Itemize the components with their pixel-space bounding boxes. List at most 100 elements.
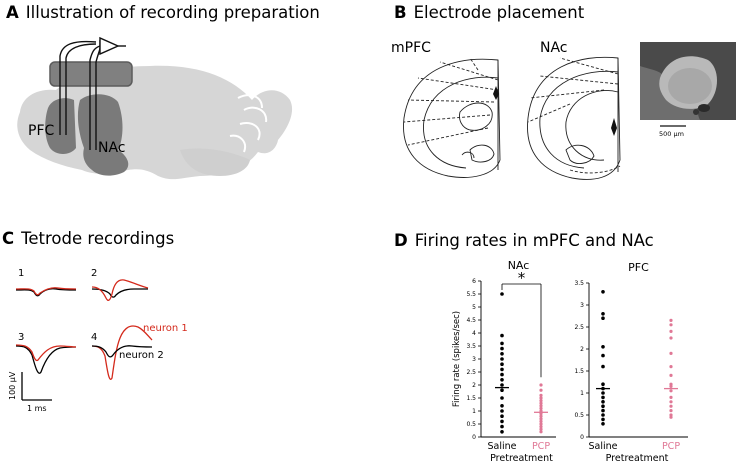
- pfc-y-tick-label: 0: [580, 434, 584, 441]
- pfc-saline-point: [601, 400, 605, 404]
- nac-y-tick-label: 3.5: [466, 343, 476, 350]
- nac-pcp-point: [539, 404, 543, 408]
- headstage: [49, 61, 133, 87]
- nac-section: [527, 56, 621, 180]
- pfc-saline-point: [601, 312, 605, 316]
- panel-b-title: B Electrode placement: [394, 3, 584, 22]
- nac-pcp-point: [539, 396, 543, 400]
- pfc-y-tick-label: 3.5: [574, 280, 584, 287]
- pfc-pcp-point: [669, 395, 673, 399]
- nac-pcp-point: [539, 399, 543, 403]
- nac-label: NAc: [98, 140, 126, 156]
- pfc-category-label: Saline: [589, 441, 618, 452]
- panel-a-title: A Illustration of recording preparation: [6, 3, 320, 22]
- nac-y-tick-label: 0: [472, 434, 476, 441]
- panel-c-letter: C: [2, 229, 15, 248]
- nac-pcp-point: [539, 401, 543, 405]
- channel-3-label: 3: [18, 332, 24, 343]
- pfc-saline-point: [601, 404, 605, 409]
- panel-d-letter: D: [394, 231, 408, 250]
- mpfc-electrode-mark: [493, 86, 499, 100]
- nac-electrode-mark: [611, 118, 617, 136]
- mpfc-section: [403, 57, 501, 178]
- nac-saline-point: [500, 357, 504, 361]
- pfc-pcp-point: [669, 373, 673, 377]
- pfc-pcp-point: [669, 329, 673, 333]
- nac-pcp-point: [539, 388, 543, 392]
- nac-significance-star: *: [518, 269, 526, 287]
- nac-y-tick-label: 2.5: [466, 369, 476, 376]
- pfc-y-tick-label: 2: [580, 346, 584, 353]
- pfc-category-label: PCP: [662, 441, 680, 452]
- nac-saline-point: [500, 372, 504, 377]
- nac-saline-point: [500, 388, 504, 393]
- nac-y-tick-label: 6: [472, 278, 476, 285]
- nac-saline-point: [500, 383, 504, 387]
- nac-pcp-point: [539, 430, 543, 434]
- nac-y-tick-label: 2: [472, 382, 476, 389]
- scalebar-time-label: 1 ms: [27, 404, 47, 413]
- pfc-saline-point: [601, 316, 605, 321]
- nac-saline-point: [500, 419, 504, 424]
- nac-pcp-point: [539, 419, 543, 423]
- nac-pcp-point: [539, 393, 543, 397]
- nac-y-tick-label: 1.5: [466, 395, 476, 402]
- nac-saline-point: [500, 352, 504, 356]
- nac-y-tick-label: 0.5: [466, 421, 476, 428]
- nac-saline-point: [500, 292, 504, 296]
- pfc-y-tick-label: 1.5: [574, 368, 584, 375]
- pfc-x-axis-label: Pretreatment: [606, 453, 669, 462]
- histology-scalebar-label: 500 μm: [659, 130, 684, 138]
- pfc-y-tick-label: 1: [580, 390, 584, 397]
- scalebar-voltage-label: 100 μV: [8, 371, 17, 400]
- histology-image: [640, 42, 736, 120]
- pfc-saline-point: [601, 290, 605, 294]
- waveform-ch2-neuron1: [91, 279, 149, 301]
- nac-saline-point: [500, 362, 504, 367]
- pfc-pcp-point: [669, 404, 673, 408]
- channel-1-label: 1: [18, 268, 24, 279]
- electrode-placement: mPFC NAc: [391, 40, 736, 180]
- nac-saline-point: [500, 367, 504, 372]
- pfc-pcp-point: [669, 415, 673, 419]
- waveform-ch4-neuron1: [91, 325, 153, 380]
- pfc-pcp-point: [669, 382, 673, 386]
- pfc-saline-point: [601, 413, 605, 417]
- nac-saline-point: [500, 414, 504, 419]
- nac-pcp-point: [539, 422, 543, 426]
- nac-saline-point: [500, 430, 504, 434]
- pfc-y-tick-label: 3: [580, 302, 584, 309]
- nac-pcp-point: [539, 427, 543, 431]
- nac-saline-point: [500, 409, 504, 413]
- panel-c-title: C Tetrode recordings: [2, 229, 174, 248]
- panel-b-letter: B: [394, 3, 407, 22]
- nac-saline-point: [500, 346, 504, 351]
- waveform-ch3-neuron1: [15, 344, 77, 362]
- waveform-ch4-neuron2: [91, 345, 153, 358]
- channel-2-label: 2: [91, 268, 97, 279]
- panel-b-heading: Electrode placement: [413, 3, 585, 22]
- pfc-saline-point: [601, 353, 605, 358]
- panel-c-heading: Tetrode recordings: [21, 229, 175, 248]
- pfc-saline-point: [601, 422, 605, 426]
- pfc-saline-point: [601, 364, 605, 369]
- pfc-pcp-point: [669, 384, 673, 388]
- mpfc-section-label: mPFC: [391, 40, 431, 56]
- nac-saline-point: [500, 424, 504, 429]
- neuron-2-label: neuron 2: [119, 350, 164, 361]
- nac-saline-point: [500, 404, 504, 408]
- panel-a-letter: A: [6, 3, 19, 22]
- nac-saline-point: [500, 378, 504, 382]
- panel-a-heading: Illustration of recording preparation: [25, 3, 320, 22]
- waveform-ch1-neuron1: [15, 287, 77, 296]
- pfc-saline-point: [601, 391, 605, 395]
- pfc-label: PFC: [28, 123, 54, 139]
- nac-pcp-point: [539, 425, 543, 429]
- pfc-pcp-point: [669, 351, 673, 355]
- nac-section-label: NAc: [540, 40, 568, 56]
- pfc-y-tick-label: 2.5: [574, 324, 584, 331]
- waveform-ch2-neuron2: [91, 288, 148, 298]
- pfc-pcp-point: [669, 400, 673, 404]
